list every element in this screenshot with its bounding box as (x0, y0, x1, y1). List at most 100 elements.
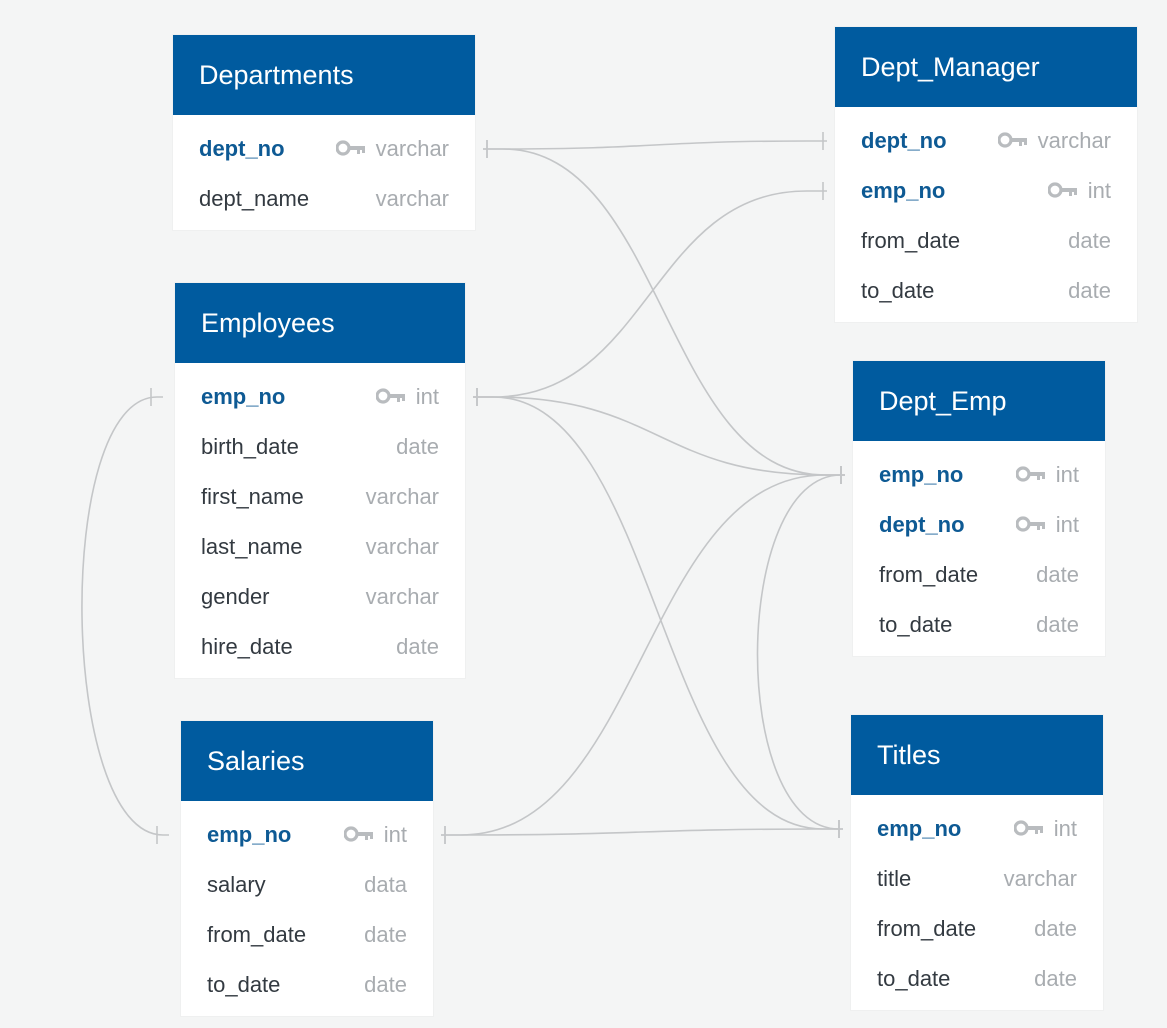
field-row[interactable]: emp_no int (835, 166, 1137, 216)
field-row[interactable]: to_date date (835, 266, 1137, 316)
field-name: from_date (877, 916, 977, 941)
field-type: date (364, 960, 407, 1010)
field-type: date (1068, 216, 1111, 266)
table-title[interactable]: Titles (851, 715, 1103, 795)
field-type-label: varchar (365, 534, 439, 559)
table-title[interactable]: Dept_Manager (835, 27, 1137, 107)
field-type-label: int (1055, 462, 1079, 487)
table-dept-manager[interactable]: Dept_Manager dept_no varchar emp_no int from_… (835, 27, 1137, 322)
field-row[interactable]: birth_date date (175, 422, 465, 472)
field-type-label: varchar (365, 584, 439, 609)
field-name: birth_date (201, 434, 299, 459)
field-row[interactable]: dept_no varchar (173, 124, 475, 174)
field-name: to_date (861, 278, 935, 303)
field-row[interactable]: first_name varchar (175, 472, 465, 522)
field-name: gender (201, 584, 270, 609)
field-type-label: date (364, 972, 407, 997)
field-type: date (396, 622, 439, 672)
field-type: int (375, 372, 439, 422)
field-type: varchar (997, 116, 1111, 166)
field-type-label: varchar (365, 484, 439, 509)
field-name: dept_no (199, 136, 285, 161)
field-row[interactable]: gender varchar (175, 572, 465, 622)
table-title[interactable]: Employees (175, 283, 465, 363)
field-type: int (1015, 450, 1079, 500)
field-name: emp_no (861, 178, 946, 203)
field-row[interactable]: dept_no varchar (835, 116, 1137, 166)
relationship-line[interactable] (473, 190, 827, 398)
field-type-label: date (1034, 916, 1077, 941)
field-row[interactable]: to_date date (181, 960, 433, 1010)
table-title[interactable]: Salaries (181, 721, 433, 801)
field-type-label: date (396, 434, 439, 459)
field-name: to_date (207, 972, 281, 997)
field-name: salary (207, 872, 266, 897)
table-title[interactable]: Dept_Emp (853, 361, 1105, 441)
key-icon (343, 826, 374, 842)
key-icon (997, 132, 1028, 148)
field-type: date (1068, 266, 1111, 316)
field-type: varchar (376, 174, 449, 224)
key-icon (375, 388, 406, 404)
table-title[interactable]: Departments (173, 35, 475, 115)
field-type-label: date (1068, 228, 1111, 253)
field-row[interactable]: dept_name varchar (173, 174, 475, 224)
field-type-label: date (1036, 612, 1079, 637)
field-row[interactable]: salary data (181, 860, 433, 910)
relationship-line[interactable] (473, 396, 845, 476)
field-type: data (364, 860, 407, 910)
relationship-line[interactable] (483, 148, 845, 476)
relationship-line[interactable] (756, 474, 842, 830)
field-name: emp_no (877, 816, 962, 841)
field-name: first_name (201, 484, 304, 509)
field-type-label: int (1053, 816, 1077, 841)
field-row[interactable]: from_date date (851, 904, 1103, 954)
field-type-label: date (1034, 966, 1077, 991)
relationship-line[interactable] (441, 474, 845, 836)
field-type: date (1034, 954, 1077, 1004)
field-name: from_date (879, 562, 979, 587)
key-icon (1047, 182, 1078, 198)
field-row[interactable]: emp_no int (175, 372, 465, 422)
relationship-line[interactable] (483, 140, 827, 150)
field-name: emp_no (201, 384, 286, 409)
relationship-line[interactable] (441, 828, 843, 836)
field-type-label: int (1055, 512, 1079, 537)
field-type-label: int (1087, 178, 1111, 203)
field-name: dept_no (861, 128, 947, 153)
relationship-line[interactable] (81, 396, 169, 836)
field-row[interactable]: dept_no int (853, 500, 1105, 550)
field-type: date (1034, 904, 1077, 954)
field-type-label: date (396, 634, 439, 659)
relationship-line[interactable] (473, 396, 843, 830)
field-name: dept_name (199, 186, 310, 211)
field-type: int (1015, 500, 1079, 550)
field-name: dept_no (879, 512, 965, 537)
field-type-label: int (415, 384, 439, 409)
field-type-label: varchar (1037, 128, 1111, 153)
field-type-label: date (1068, 278, 1111, 303)
field-type: varchar (366, 572, 439, 622)
field-row[interactable]: emp_no int (851, 804, 1103, 854)
field-name: from_date (207, 922, 307, 947)
field-type: varchar (335, 124, 449, 174)
